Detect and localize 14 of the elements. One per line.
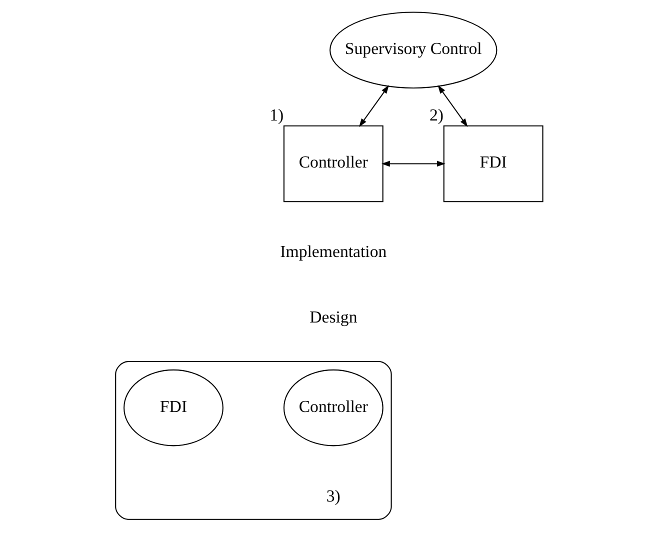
arrow bbox=[437, 85, 468, 127]
node-ellipse: Supervisory Control bbox=[329, 12, 497, 88]
node-box: Controller bbox=[282, 125, 383, 202]
node-label: 1) bbox=[269, 105, 284, 124]
node-box: FDI bbox=[442, 125, 543, 202]
node-ellipse: Controller bbox=[282, 369, 383, 446]
node-label: 2) bbox=[429, 105, 444, 124]
label: Implementation bbox=[280, 242, 386, 262]
arrow bbox=[381, 160, 445, 167]
cluster bbox=[114, 361, 392, 520]
label: Design bbox=[309, 307, 357, 326]
node-ellipse: FDI bbox=[123, 369, 223, 446]
arrow bbox=[358, 85, 388, 127]
node-label: 3) bbox=[326, 486, 340, 506]
